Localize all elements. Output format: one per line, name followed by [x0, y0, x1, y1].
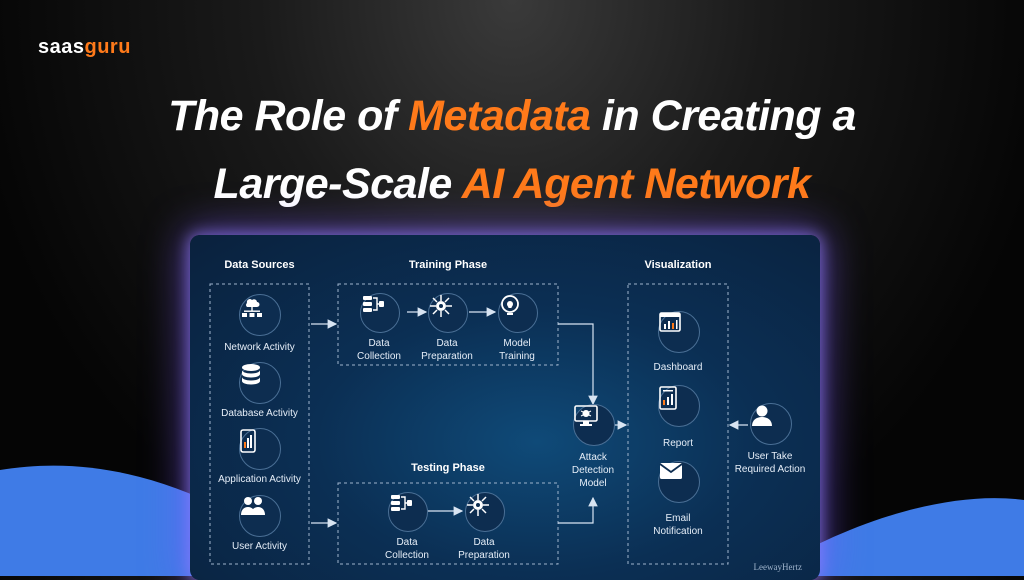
label-line: Preparation: [458, 550, 510, 561]
headline-text: in Creating a: [590, 92, 856, 140]
data-source-label: Network Activity: [224, 342, 295, 353]
data-source-label: Database Activity: [221, 408, 298, 419]
section-title-training: Training Phase: [408, 259, 488, 271]
user-icon: [750, 403, 792, 445]
dashboard-icon: [658, 311, 700, 353]
headline-highlight: AI Agent Network: [461, 160, 811, 208]
label-line: Data: [473, 537, 495, 548]
label-line: Email: [665, 513, 691, 524]
headline-highlight: Metadata: [408, 92, 591, 140]
label-line: Collection: [357, 351, 401, 362]
report-icon: [658, 385, 700, 427]
diagram-connectors: [209, 283, 748, 565]
network-icon: [239, 294, 281, 336]
brand-logo[interactable]: saasguru: [38, 36, 131, 59]
headline-line-2: Large-Scale AI Agent Network: [0, 157, 1024, 211]
label-line: Model: [579, 478, 607, 489]
label-line: Data: [396, 537, 418, 548]
diagram-panel: Data Sources Training Phase Testing Phas…: [190, 235, 820, 580]
label-line: Attack: [579, 452, 607, 463]
label-line: Required Action: [734, 464, 806, 475]
email-icon: [658, 461, 700, 503]
headline-text: Large-Scale: [213, 160, 462, 208]
watermark: LeewayHertz: [753, 562, 802, 572]
headline-line-1: The Role of Metadata in Creating a: [0, 89, 1024, 143]
headline-text: The Role of: [168, 92, 409, 140]
arrow-training-model: [558, 323, 598, 406]
mobile-app-icon: [239, 428, 281, 470]
label-line: Training: [499, 351, 535, 362]
section-title-visualization: Visualization: [644, 259, 712, 271]
database-icon: [239, 362, 281, 404]
users-icon: [239, 495, 281, 537]
lightbulb-icon: [498, 293, 538, 333]
brand-name-part1: saas: [38, 36, 85, 58]
label-line: Preparation: [421, 351, 473, 362]
label-line: Data: [368, 338, 390, 349]
label-line: User Take: [747, 451, 793, 462]
brand-name-part2: guru: [84, 36, 131, 58]
label-line: Detection: [571, 465, 615, 476]
label-line: Collection: [385, 550, 429, 561]
data-preparation-icon: [428, 293, 468, 333]
data-source-label: Application Activity: [218, 474, 301, 485]
testing-box: [337, 482, 559, 565]
visualization-label: Report: [662, 438, 693, 449]
section-title-testing: Testing Phase: [411, 462, 485, 474]
label-line: Model: [503, 338, 531, 349]
visualization-box: [627, 283, 729, 565]
arrow-testing-model: [558, 496, 598, 524]
visualization-label: Dashboard: [653, 362, 703, 373]
data-collection-icon: [388, 492, 428, 532]
data-collection-icon: [360, 293, 400, 333]
data-preparation-icon: [465, 492, 505, 532]
data-source-label: User Activity: [231, 541, 287, 552]
label-line: Notification: [653, 526, 703, 537]
data-sources-box: [209, 283, 310, 565]
section-title-data-sources: Data Sources: [224, 259, 295, 271]
label-line: Data: [436, 338, 458, 349]
monitor-bug-icon: [573, 404, 615, 446]
